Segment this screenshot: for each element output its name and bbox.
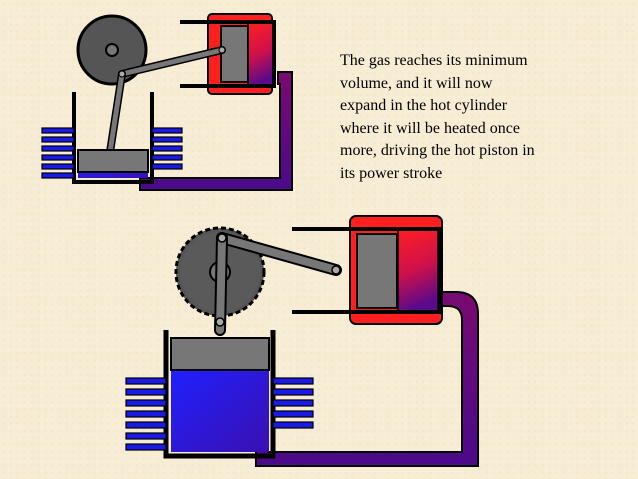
hot-piston — [220, 25, 249, 83]
cooling-fins-left — [41, 127, 75, 179]
flywheel-hub — [105, 43, 119, 57]
hot-cylinder-gas — [247, 21, 275, 87]
cooling-fins-right — [272, 377, 314, 429]
hot-piston — [356, 233, 398, 309]
hot-cylinder-wall — [180, 20, 276, 88]
caption-line: more, driving the hot piston in — [340, 142, 535, 159]
caption-line: its power stroke — [340, 164, 443, 182]
large-stirling-engine — [125, 215, 479, 467]
cooling-fins-right — [151, 127, 183, 170]
cold-piston — [77, 149, 149, 173]
crank-pin — [118, 70, 126, 78]
crank-pin — [217, 233, 227, 243]
caption-line: where it will be heated once — [340, 119, 520, 137]
caption-line: The gas reaches its minimum — [340, 52, 528, 69]
cooling-fins-left — [125, 377, 167, 451]
caption-line: volume, and it will now — [340, 74, 493, 92]
cold-cylinder-gas — [78, 170, 148, 178]
explanation-caption: The gas reaches its minimum volume, and … — [340, 50, 620, 185]
caption-line: expand in the hot cylinder — [340, 97, 508, 114]
hot-cylinder-gas — [397, 227, 439, 313]
cold-cylinder-gas — [171, 368, 269, 452]
small-stirling-engine — [41, 13, 293, 191]
hot-cylinder-wall — [292, 227, 442, 314]
cold-piston — [170, 337, 270, 371]
